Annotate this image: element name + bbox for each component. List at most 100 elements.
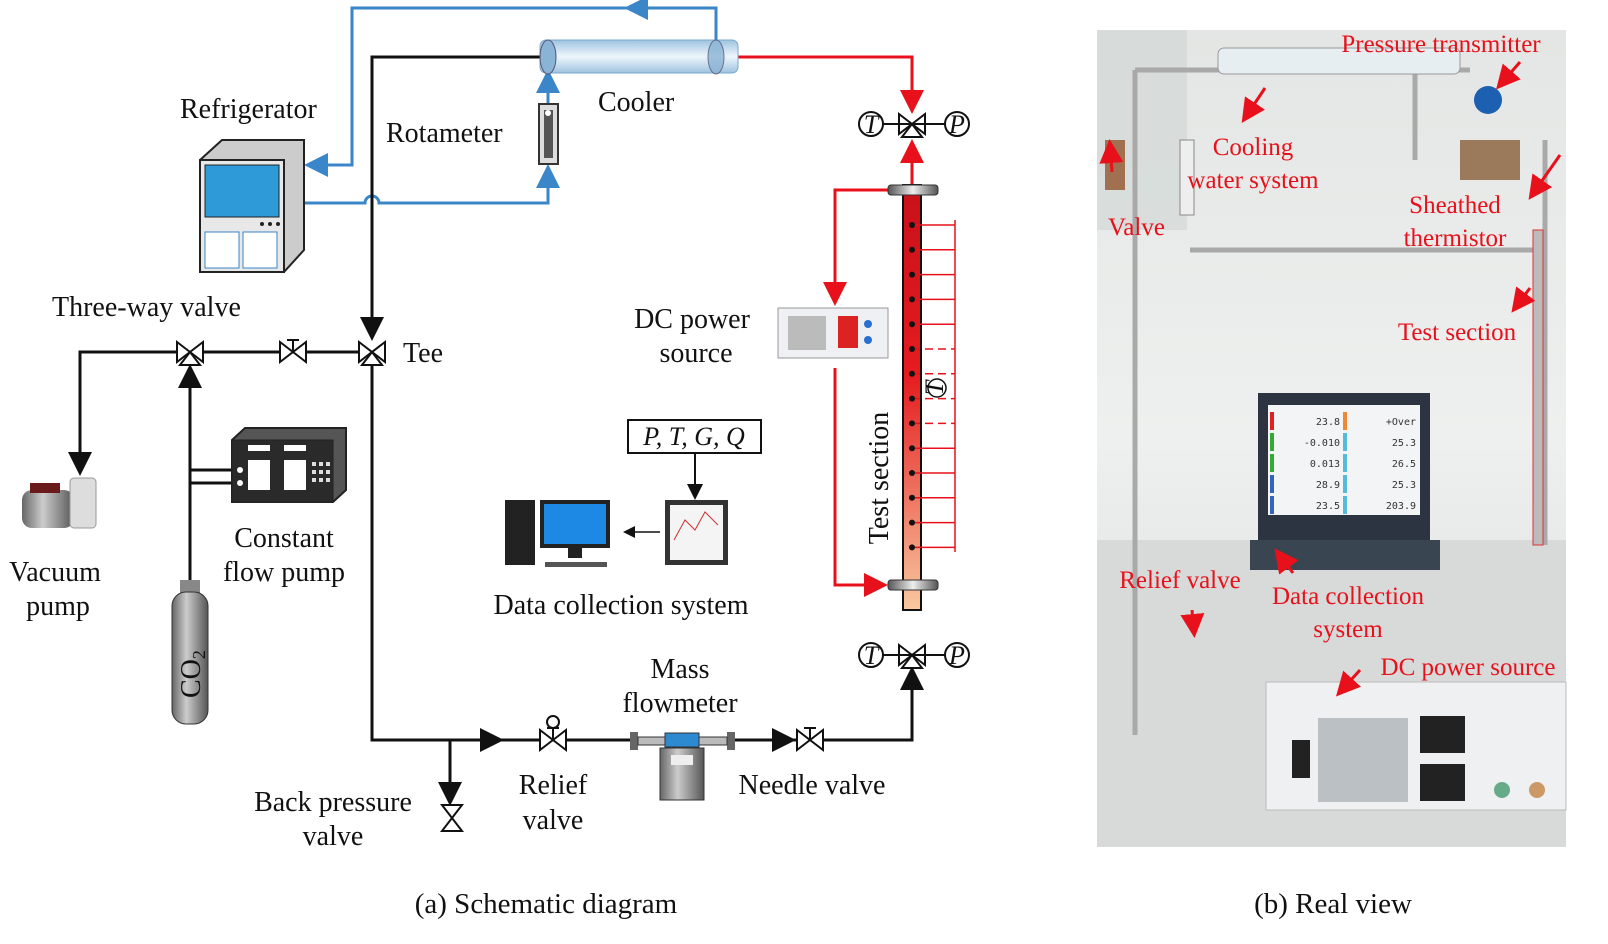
thermocouple-point xyxy=(909,519,915,526)
dc-power-label: source xyxy=(659,338,732,369)
computer xyxy=(505,500,610,567)
stop-valve xyxy=(279,339,307,363)
mass-flowmeter-label: flowmeter xyxy=(622,688,738,719)
rotameter-label: Rotameter xyxy=(386,118,503,149)
thermocouple-point xyxy=(909,271,915,278)
temperature-sensor-label: T xyxy=(864,641,880,670)
monitor-reading: 203.9 xyxy=(1386,501,1416,512)
relief-valve-label: Relief xyxy=(519,770,588,801)
cooling-supply-pipe xyxy=(305,164,560,205)
thermocouple-point xyxy=(909,321,915,328)
tee xyxy=(358,341,386,366)
dc-power-photo-label: DC power source xyxy=(1381,654,1556,681)
back-pressure-valve xyxy=(441,804,463,832)
thermocouple-point xyxy=(909,445,915,452)
data-collection-photo-label: system xyxy=(1313,616,1383,643)
schematic-caption: (a) Schematic diagram xyxy=(415,888,678,920)
valve-label: Valve xyxy=(1108,214,1165,241)
channel-color xyxy=(1343,496,1347,514)
thermocouple-point xyxy=(909,494,915,501)
hot-outlet-pipe xyxy=(738,55,924,114)
real-view-caption: (b) Real view xyxy=(1254,888,1412,920)
power-cable-bottom xyxy=(833,368,888,597)
refrigerator xyxy=(199,139,305,273)
co2-label: CO2 xyxy=(176,650,209,698)
cooling-return-pipe xyxy=(304,6,718,177)
channel-color xyxy=(1343,433,1347,451)
channel-color xyxy=(1343,454,1347,472)
test-section-label: Test section xyxy=(864,412,895,545)
channel-color xyxy=(1270,475,1274,493)
cooling-water-label: water system xyxy=(1187,167,1319,194)
tee-label: Tee xyxy=(403,338,443,369)
pressure-sensor-label: P xyxy=(948,641,965,670)
mass-flowmeter xyxy=(630,732,735,801)
data-logger xyxy=(665,500,728,565)
monitor-reading: 25.3 xyxy=(1392,480,1416,491)
inlet-three-way-valve xyxy=(898,644,926,669)
co2-cylinder xyxy=(171,580,209,725)
monitor-reading: 0.013 xyxy=(1310,459,1340,470)
outlet-three-way-valve xyxy=(898,113,926,138)
dc-power-label: DC power xyxy=(634,304,751,335)
monitor-reading: 26.5 xyxy=(1392,459,1416,470)
monitor-reading: +Over xyxy=(1386,417,1416,428)
dc-power-unit xyxy=(1265,681,1567,811)
channel-color xyxy=(1343,475,1347,493)
dc-power-source xyxy=(777,307,889,359)
pressure-transmitter-label: Pressure transmitter xyxy=(1341,31,1541,58)
sheathed-thermistor-label: thermistor xyxy=(1404,225,1507,252)
thermocouples xyxy=(909,220,956,552)
relief-valve-label: valve xyxy=(523,805,584,836)
thermocouple-point xyxy=(909,296,915,303)
constant-flow-pump-label: Constant xyxy=(234,523,334,554)
data-collection-photo-label: Data collection xyxy=(1272,583,1425,610)
constant-flow-pump xyxy=(231,427,347,503)
thermocouple-point xyxy=(909,246,915,253)
channel-color xyxy=(1343,412,1347,430)
channel-color xyxy=(1270,433,1274,451)
data-collection-label: Data collection system xyxy=(493,590,748,621)
needle-valve-label: Needle valve xyxy=(739,770,886,801)
three-way-valve-label: Three-way valve xyxy=(52,292,241,323)
thermocouple-point xyxy=(909,346,915,352)
test-section-photo-label: Test section xyxy=(1398,319,1517,346)
vacuum-pump-label: pump xyxy=(26,591,90,622)
pressure-sensor-label: P xyxy=(948,110,965,139)
channel-color xyxy=(1270,496,1274,514)
thermocouple-label: T xyxy=(920,379,949,395)
monitor-reading: 23.8 xyxy=(1316,417,1340,428)
main-return-pipe xyxy=(360,55,540,341)
test-section xyxy=(887,184,956,611)
constant-flow-pump-label: flow pump xyxy=(223,557,345,588)
back-pressure-valve-label: valve xyxy=(303,821,364,852)
thermocouple-point xyxy=(909,420,915,427)
monitor-reading: 28.9 xyxy=(1316,480,1340,491)
monitor-reading: 23.5 xyxy=(1316,501,1340,512)
channel-color xyxy=(1270,454,1274,472)
power-cable-top xyxy=(823,188,888,306)
cooler xyxy=(539,39,739,75)
three-way-valve xyxy=(176,341,204,366)
monitor-reading: -0.010 xyxy=(1304,438,1340,449)
thermocouple-point xyxy=(909,222,915,228)
channel-color xyxy=(1270,412,1274,430)
rotameter xyxy=(538,103,559,165)
thermocouple-point xyxy=(909,395,915,402)
outlet-sensors xyxy=(858,111,970,668)
cooling-water-label: Cooling xyxy=(1213,134,1294,161)
temperature-sensor-label: T xyxy=(864,110,880,139)
thermocouple-point xyxy=(909,470,915,476)
back-pressure-valve-label: Back pressure xyxy=(254,787,412,818)
schematic-diagram: T P T P CO2 xyxy=(9,0,970,920)
vacuum-pump xyxy=(22,477,97,529)
relief-valve xyxy=(539,727,567,751)
mass-flowmeter-label: Mass xyxy=(650,654,709,685)
measured-quantities: P, T, G, Q xyxy=(642,422,745,451)
cooler-label: Cooler xyxy=(598,87,675,118)
refrigerator-label: Refrigerator xyxy=(180,94,317,125)
thermocouple-point xyxy=(909,544,915,551)
sheathed-thermistor-label: Sheathed xyxy=(1409,192,1501,219)
